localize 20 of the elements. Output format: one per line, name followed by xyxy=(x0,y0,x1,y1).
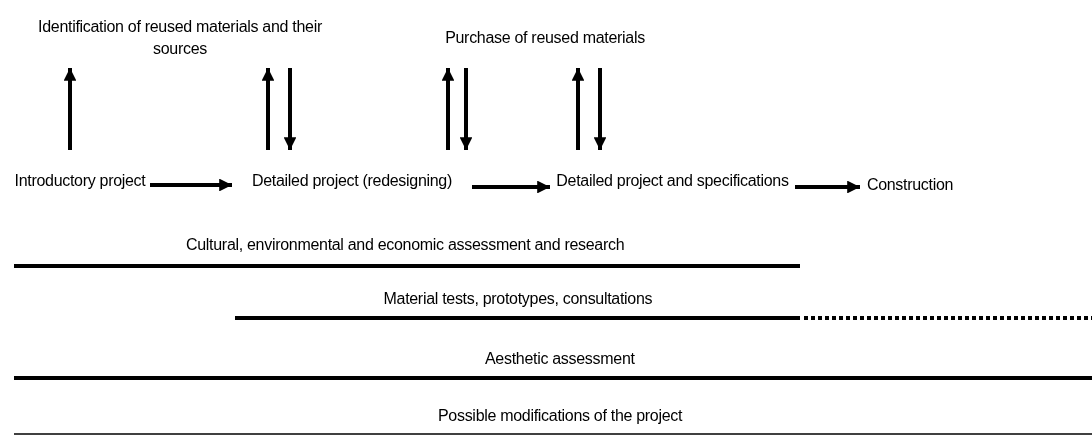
arrow xyxy=(441,68,455,150)
arrow xyxy=(593,68,607,150)
phase-label: Cultural, environmental and economic assessment and research xyxy=(186,236,625,254)
arrow xyxy=(571,68,585,150)
step-label: Purchase of reused materials xyxy=(445,28,645,48)
phase-label: Material tests, prototypes, consultations xyxy=(383,290,653,308)
arrow xyxy=(150,178,232,192)
step-label: Introductory project xyxy=(14,171,146,191)
arrow xyxy=(261,68,275,150)
phase-label: Aesthetic assessment xyxy=(485,350,635,368)
arrow xyxy=(63,68,77,150)
arrow xyxy=(472,180,550,194)
step-label: Detailed project and specifications xyxy=(556,171,789,191)
arrow xyxy=(459,68,473,150)
arrow xyxy=(795,180,860,194)
step-label: Construction xyxy=(866,175,954,195)
step-label: Identification of reused materials and their sources xyxy=(37,17,323,59)
phase-label: Possible modifications of the project xyxy=(438,407,683,425)
arrow xyxy=(283,68,297,150)
step-label: Detailed project (redesigning) xyxy=(252,171,452,191)
